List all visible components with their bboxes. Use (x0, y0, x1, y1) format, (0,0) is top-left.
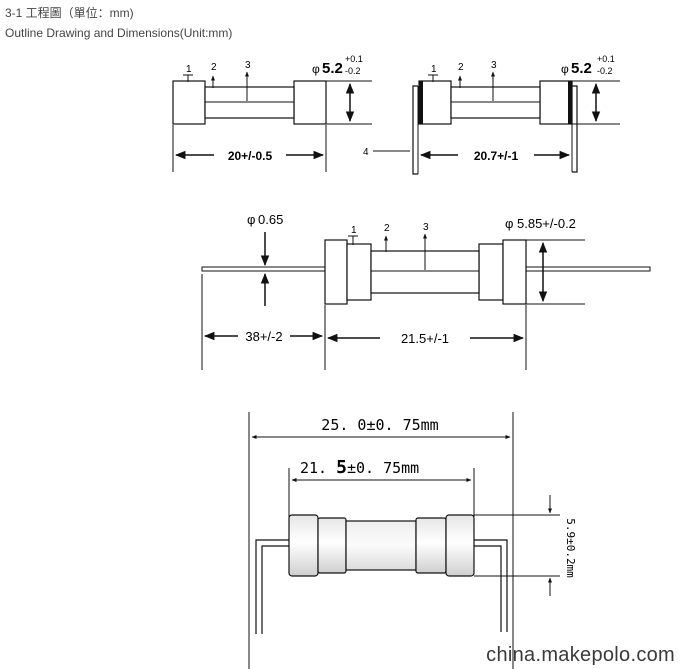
drawing-subtitle: Outline Drawing and Dimensions(Unit:mm) (5, 26, 233, 40)
fig2-right-cap (539, 80, 573, 125)
fig3-body-diameter-symbol: φ (505, 216, 513, 231)
fig2-right-pin (572, 85, 578, 173)
fig4-right-lead (474, 539, 508, 632)
fig3-left-cap (324, 239, 348, 305)
fig3-marker-3: 3 (423, 222, 429, 233)
fig4-right-cap (445, 514, 475, 577)
fig1-tolerance-minus: -0.2 (345, 66, 361, 76)
fig2-length-label: 20.7+/-1 (474, 149, 519, 163)
fig2-marker-2: 2 (458, 62, 464, 73)
fig3-marker-1: 1 (351, 225, 357, 236)
fig2-marker-4: 4 (363, 147, 369, 158)
fig1-marker-2: 2 (211, 62, 217, 73)
fig3-right-cap (502, 239, 527, 305)
fig3-body-diameter-label: 5.85+/-0.2 (517, 216, 576, 231)
fig3-wire-diameter-symbol: φ (247, 212, 255, 227)
fig2-left-cap (418, 80, 452, 125)
fig2-diameter-symbol: φ (561, 62, 569, 76)
fig1-diameter-value: 5.2 (322, 60, 343, 77)
fig2-marker-3: 3 (491, 60, 497, 71)
fig2-tolerance-plus: +0.1 (597, 54, 615, 64)
fig3-body-length-label: 21.5+/-1 (401, 331, 449, 346)
fig1-diameter-symbol: φ (312, 62, 320, 76)
fig4-body-length-part-a: 21. (300, 459, 336, 477)
figure-3-axial-fuse: 1 2 3 φ 0.65 φ 5.85+/-0.2 38+/-2 21.5+/-… (201, 212, 651, 370)
fig1-length-label: 20+/-0.5 (228, 149, 273, 163)
fig3-wire-diameter-label: 0.65 (258, 212, 283, 227)
fig2-diameter-value: 5.2 (571, 60, 592, 77)
figure-4-fuse-bent-leads: 25. 0±0. 75mm 21. 5±0. 75mm 5.9±0.2mm (248, 412, 577, 669)
fig2-tolerance-minus: -0.2 (597, 66, 613, 76)
drawing-title: 3-1 工程圖（單位：mm) (5, 6, 134, 20)
fig4-diameter-label: 5.9±0.2mm (564, 518, 577, 578)
fig3-left-lead (201, 266, 326, 272)
fig4-body-length-label: 21. 5±0. 75mm (300, 457, 419, 478)
figure-2-fuse-with-pins: 1 2 3 4 φ 5.2 +0.1 -0.2 20.7+/-1 (363, 54, 620, 175)
fig2-marker-1: 1 (431, 64, 437, 75)
fig1-left-cap (172, 80, 206, 125)
fig4-body-length-part-c: ±0. 75mm (347, 459, 419, 477)
fig1-marker-1: 1 (186, 64, 192, 75)
figure-1-fuse: 1 2 3 φ 5.2 +0.1 -0.2 20+/-0.5 (172, 54, 372, 172)
fig4-left-lead (255, 539, 289, 634)
watermark: china.makepolo.com (486, 644, 675, 666)
fig4-overall-length-label: 25. 0±0. 75mm (321, 416, 438, 434)
fig1-marker-3: 3 (245, 60, 251, 71)
fig1-right-cap (293, 80, 327, 125)
fig1-tolerance-plus: +0.1 (345, 54, 363, 64)
fig4-left-cap (288, 514, 319, 577)
fig3-lead-length-label: 38+/-2 (245, 329, 282, 344)
fig3-right-lead (525, 266, 651, 272)
fig4-body-length-part-b: 5 (336, 457, 347, 478)
fig3-marker-2: 2 (384, 223, 390, 234)
fig2-left-pin (412, 85, 418, 175)
fig4-fuse-tube (345, 520, 417, 571)
